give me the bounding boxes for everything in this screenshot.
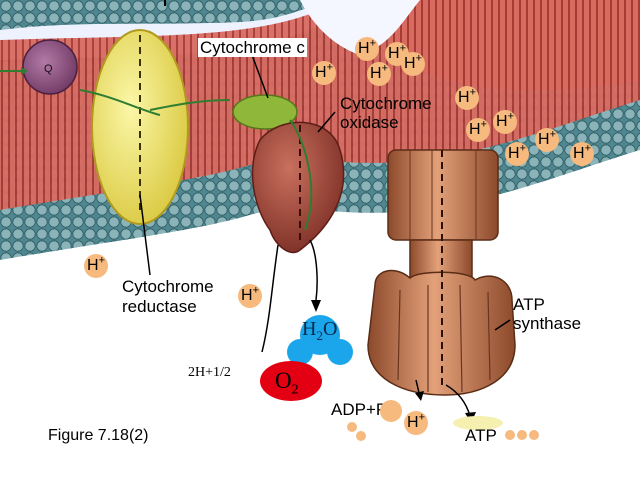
electron-path-q-to-reductase bbox=[79, 89, 161, 116]
o2-o: O bbox=[275, 368, 292, 393]
leader-cytochrome-c bbox=[251, 54, 269, 99]
o2-sub: 2 bbox=[291, 382, 299, 398]
proton-12: H+ bbox=[84, 254, 108, 278]
proton-symbol: H bbox=[407, 414, 419, 431]
proton-charge: + bbox=[381, 62, 388, 75]
proton-symbol: H bbox=[469, 121, 481, 138]
proton-charge: + bbox=[507, 110, 514, 123]
label-atp-synthase-1: ATP bbox=[513, 295, 545, 314]
proton-charge: + bbox=[252, 284, 259, 297]
cytochrome-c-shape bbox=[232, 94, 298, 130]
proton-charge: + bbox=[469, 86, 476, 99]
electron-path-reductase-to-cytc bbox=[149, 99, 231, 111]
proton-charge: + bbox=[519, 142, 526, 155]
electron-path-oxidase bbox=[289, 119, 313, 231]
atp-dot-1 bbox=[505, 430, 515, 440]
proton-symbol: H bbox=[370, 65, 382, 82]
proton-3: H+ bbox=[312, 61, 336, 85]
proton-symbol: H bbox=[573, 145, 585, 162]
proton-10: H+ bbox=[505, 142, 529, 166]
proton-charge: + bbox=[549, 128, 556, 141]
proton-symbol: H bbox=[358, 40, 370, 57]
proton-symbol: H bbox=[315, 64, 327, 81]
proton-14: H+ bbox=[404, 411, 428, 435]
proton-charge: + bbox=[418, 411, 425, 424]
label-atp: ATP bbox=[465, 426, 497, 445]
reaction-arrow-to-oxidase bbox=[261, 244, 279, 353]
adp-pi-text: ADP+P bbox=[331, 400, 388, 419]
adp-dot-1 bbox=[347, 422, 357, 432]
proton-charge: + bbox=[399, 42, 406, 55]
proton-symbol: H bbox=[388, 45, 400, 62]
label-o2: O2 bbox=[275, 368, 299, 404]
proton-charge: + bbox=[369, 37, 376, 50]
label-cytochrome-reductase-2: reductase bbox=[122, 297, 197, 316]
leader-atp-synthase bbox=[494, 319, 511, 331]
proton-7: H+ bbox=[466, 118, 490, 142]
proton-symbol: H bbox=[496, 113, 508, 130]
membrane-top-heads bbox=[0, 0, 330, 30]
proton-charge: + bbox=[480, 118, 487, 131]
proton-5: H+ bbox=[401, 52, 425, 76]
atp-dot-3 bbox=[529, 430, 539, 440]
label-reaction: 2H+1/2 bbox=[188, 365, 231, 380]
proton-charge: + bbox=[98, 254, 105, 267]
label-cytochrome-reductase-1: Cytochrome bbox=[122, 277, 214, 296]
pi-dot bbox=[380, 400, 402, 422]
proton-symbol: H bbox=[538, 131, 550, 148]
leader-cytochrome-oxidase bbox=[317, 111, 336, 133]
proton-11: H+ bbox=[570, 142, 594, 166]
label-cytochrome-c: Cytochrome c bbox=[198, 38, 307, 57]
adp-dot-2 bbox=[356, 431, 366, 441]
water-arrow bbox=[309, 239, 318, 301]
ubiquinone-q bbox=[22, 39, 78, 95]
q-arrowhead bbox=[21, 67, 28, 75]
label-h2o: H2O bbox=[302, 318, 338, 345]
proton-symbol: H bbox=[404, 55, 416, 72]
water-molecule bbox=[300, 315, 340, 355]
proton-symbol: H bbox=[241, 287, 253, 304]
proton-symbol: H bbox=[87, 257, 99, 274]
proton-8: H+ bbox=[493, 110, 517, 134]
figure-caption: Figure 7.18(2) bbox=[48, 427, 149, 444]
cytochrome-oxidase-shape bbox=[251, 121, 345, 254]
atp-dot-2 bbox=[517, 430, 527, 440]
proton-6: H+ bbox=[455, 86, 479, 110]
proton-symbol: H bbox=[458, 89, 470, 106]
cytochrome-reductase-shape bbox=[91, 29, 189, 225]
h2o-sub: 2 bbox=[316, 328, 323, 343]
h2o-h: H bbox=[302, 318, 317, 340]
intermembrane-gap bbox=[300, 0, 420, 55]
proton-13: H+ bbox=[238, 284, 262, 308]
proton-charge: + bbox=[584, 142, 591, 155]
label-cytochrome-oxidase-1: Cytochrome bbox=[340, 94, 432, 113]
label-cytochrome-oxidase-2: oxidase bbox=[340, 113, 399, 132]
proton-1: H+ bbox=[355, 37, 379, 61]
proton-9: H+ bbox=[535, 128, 559, 152]
label-atp-synthase-2: synthase bbox=[513, 314, 582, 333]
proton-symbol: H bbox=[508, 145, 520, 162]
lipid-band-upper-right bbox=[380, 0, 640, 91]
h2o-o: O bbox=[322, 318, 338, 340]
label-q: Q bbox=[44, 63, 53, 75]
proton-4: H+ bbox=[367, 62, 391, 86]
oxygen-molecule bbox=[260, 361, 322, 401]
proton-charge: + bbox=[326, 61, 333, 74]
leader-cytochrome-reductase bbox=[139, 194, 151, 276]
atp-out-arrow bbox=[445, 384, 471, 417]
atp-glow bbox=[453, 416, 503, 430]
proton-charge: + bbox=[415, 52, 422, 65]
